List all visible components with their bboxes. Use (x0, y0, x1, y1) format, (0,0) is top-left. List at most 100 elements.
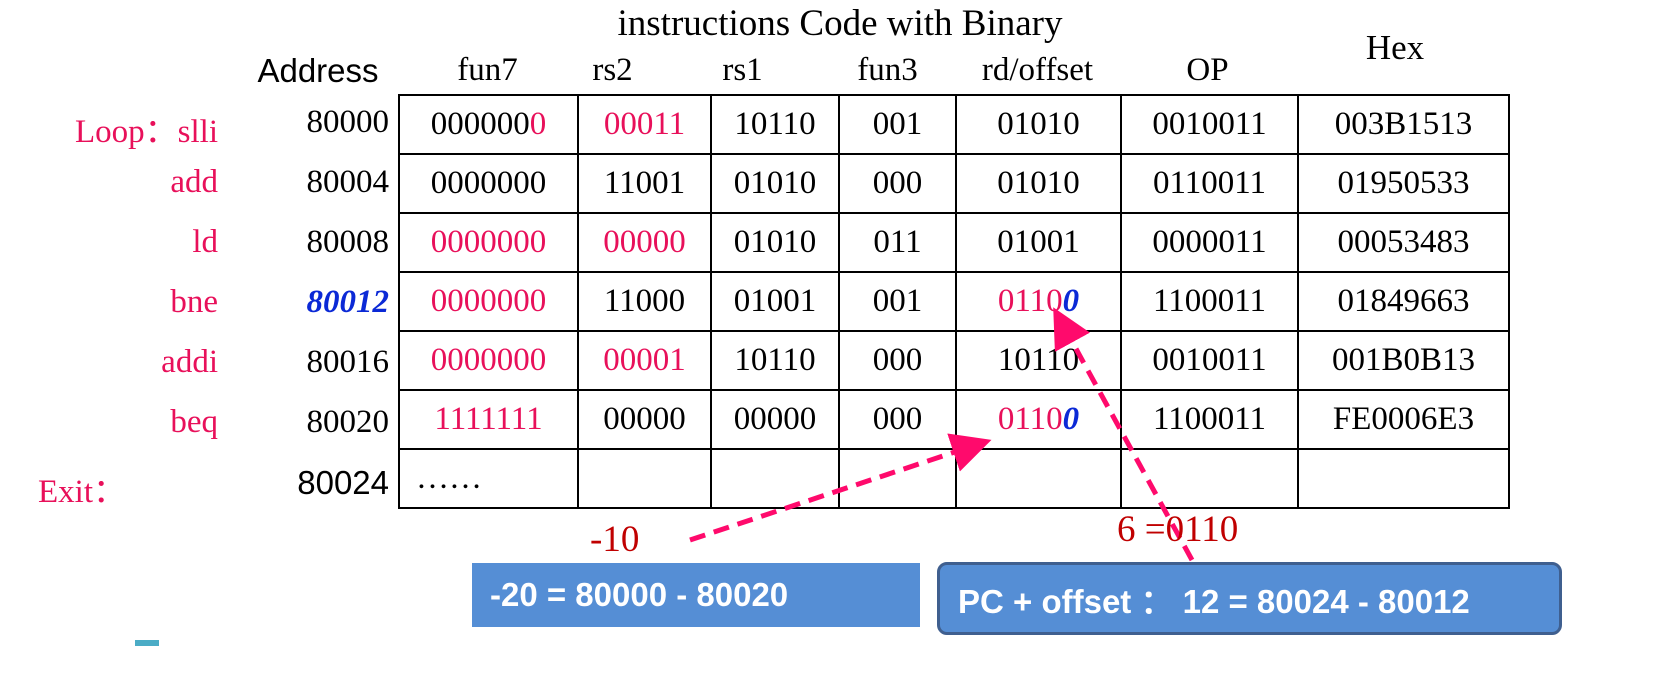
cell-text: 01001 (997, 224, 1080, 260)
cell-text: 00000 (603, 401, 686, 437)
arrow-to-bne-offset (1053, 307, 1195, 562)
cell-text: 000 (872, 401, 923, 437)
table-cell: 0000000 (398, 153, 579, 214)
cell-text: 0110 (997, 401, 1063, 437)
header-hex: Hex (1365, 28, 1425, 67)
diagram-title: instructions Code with Binary (617, 3, 1063, 44)
table-cell: 01950533 (1297, 153, 1510, 214)
cell-text: 10110 (734, 106, 816, 142)
cell-text: 001 (872, 283, 923, 319)
note-six-binary: 6 =0110 (1117, 509, 1239, 550)
table-cell: 00001 (577, 330, 712, 391)
cell-text: 000000 (430, 106, 530, 142)
table-cell: 01001 (710, 271, 840, 332)
table-cell: 0000000 (398, 94, 579, 155)
cell-text: 001 (872, 106, 923, 142)
table-cell: 10110 (710, 330, 840, 391)
address-value: 80000 (306, 104, 390, 140)
cell-text: 01010 (733, 165, 817, 201)
table-cell: 10110 (955, 330, 1122, 391)
table-cell: 0010011 (1120, 94, 1299, 155)
table-cell: 00000 (710, 389, 840, 450)
arrow-to-beq-offset (689, 433, 992, 543)
table-cell (577, 448, 712, 509)
table-cell: 01010 (955, 94, 1122, 155)
header-address: Address (257, 52, 379, 89)
cell-text: 10110 (734, 342, 816, 378)
cell-text: …… (416, 460, 482, 496)
table-cell: 00053483 (1297, 212, 1510, 273)
cell-text: 01849663 (1337, 283, 1470, 319)
header-fun3: fun3 (857, 52, 918, 88)
cell-text: 0010011 (1152, 342, 1267, 378)
small-marker (135, 640, 159, 646)
cell-text: 003B1513 (1334, 106, 1473, 142)
table-row: …… (398, 448, 1510, 509)
table-cell: 00000 (577, 389, 712, 450)
cell-text: 00053483 (1337, 224, 1470, 260)
cell-text: 0000000 (430, 342, 547, 378)
table-cell: 01010 (710, 153, 840, 214)
instruction-label: addi (161, 344, 218, 380)
table-cell: 011 (838, 212, 957, 273)
table-cell: 0000000 (398, 271, 579, 332)
address-value: 80004 (306, 164, 390, 200)
table-cell: 0000000 (398, 330, 579, 391)
cell-text: 000 (872, 342, 923, 378)
cell-text: 01001 (733, 283, 817, 319)
cell-text: 00000 (603, 224, 686, 260)
cell-text: 01010 (997, 165, 1080, 201)
table-cell: 1100011 (1120, 389, 1299, 450)
cell-text: 01950533 (1337, 165, 1470, 201)
table-cell: 003B1513 (1297, 94, 1510, 155)
cell-text: 0 (1062, 401, 1080, 437)
cell-text: 0000000 (430, 283, 547, 319)
cell-text: 0010011 (1152, 106, 1267, 142)
table-cell: 000 (838, 153, 957, 214)
table-cell: 01010 (955, 153, 1122, 214)
table-cell: 00011 (577, 94, 712, 155)
cell-text: 11000 (603, 283, 686, 319)
address-value: 80024 (297, 464, 389, 501)
table-cell: 11001 (577, 153, 712, 214)
instruction-label: ld (192, 224, 218, 260)
cell-text: 0 (529, 106, 547, 142)
instruction-label: bne (170, 284, 218, 320)
cell-text: 00011 (603, 106, 686, 142)
cell-text: 1100011 (1152, 283, 1267, 319)
cell-text: 0000000 (430, 224, 547, 260)
table-cell (1297, 448, 1510, 509)
table-cell: 01001 (955, 212, 1122, 273)
header-fun7: fun7 (457, 52, 518, 88)
cell-text: 0000011 (1152, 224, 1267, 260)
address-value: 80008 (306, 224, 390, 260)
table-cell: …… (398, 448, 579, 509)
pc-offset-box: PC + offset ： 12 = 80024 - 80012 (937, 562, 1562, 635)
header-rd-offset: rd/offset (981, 52, 1094, 88)
branch-offset-box: -20 = 80000 - 80020 (472, 563, 920, 627)
table-cell: 000 (838, 389, 957, 450)
table-cell: 001 (838, 271, 957, 332)
cell-text: 0110011 (1152, 165, 1267, 201)
header-op: OP (1186, 52, 1229, 88)
table-cell: 01849663 (1297, 271, 1510, 332)
cell-text: 1111111 (434, 401, 543, 437)
note-minus10: -10 (590, 519, 640, 560)
table-cell: 0000000 (398, 212, 579, 273)
instruction-label: add (170, 164, 218, 200)
table-cell (1120, 448, 1299, 509)
table-cell: 1100011 (1120, 271, 1299, 332)
header-rs1: rs1 (722, 52, 763, 88)
table-row: 0000000 00011 10110 001 01010 0010011 003B1513 (398, 94, 1510, 155)
instruction-label: Loop：slli (74, 114, 218, 150)
cell-text: 01010 (997, 106, 1080, 142)
cell-text: 01010 (733, 224, 817, 260)
instruction-label: beq (170, 404, 218, 440)
